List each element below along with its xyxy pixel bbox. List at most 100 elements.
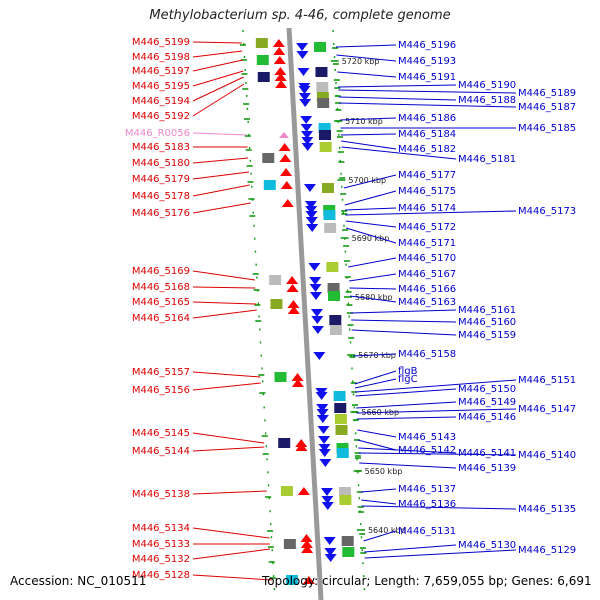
left-leader-line	[192, 50, 243, 58]
reverse-gene-arrow	[296, 51, 309, 59]
left-leader-line	[192, 309, 257, 319]
reverse-gene-arrow	[296, 43, 309, 51]
homology-color-box	[318, 130, 331, 140]
reverse-gene-arrow	[316, 415, 329, 423]
forward-gene-arrow	[274, 73, 287, 81]
forward-gene-arrow	[280, 181, 293, 189]
homology-color-box	[316, 92, 329, 102]
right-leader-line	[345, 227, 397, 244]
forward-gene-arrow	[274, 67, 287, 75]
right-gene-label: M446_5146	[458, 412, 516, 423]
left-gene-label: M446_5144	[132, 446, 190, 457]
forward-gene-arrow	[287, 306, 300, 314]
homology-color-box	[318, 123, 331, 133]
reverse-gene-arrow	[323, 537, 336, 545]
right-leader-line	[357, 429, 397, 438]
right-leader-line	[348, 273, 397, 282]
reverse-gene-arrow	[299, 99, 312, 107]
left-leader-line	[192, 132, 247, 136]
reverse-gene-arrow	[300, 124, 313, 132]
reverse-gene-arrow	[308, 263, 321, 271]
homology-color-box	[263, 180, 276, 190]
left-gene-label: M446_5194	[132, 96, 190, 107]
homology-color-box	[324, 223, 337, 233]
right-leader-line	[364, 549, 517, 559]
right-gene-label: M446_5158	[398, 349, 456, 360]
reverse-gene-arrow	[305, 211, 318, 219]
right-leader-line	[339, 102, 517, 108]
reverse-gene-arrow	[319, 459, 332, 467]
genome-summary-text: Topology: circular; Length: 7,659,055 bp…	[262, 574, 592, 588]
left-leader-line	[192, 202, 251, 214]
left-gene-label: M446_5180	[132, 158, 190, 169]
reverse-gene-arrow	[309, 284, 322, 292]
homology-color-box	[329, 325, 342, 335]
left-leader-line	[192, 83, 245, 117]
left-tick-track	[242, 29, 276, 600]
reverse-gene-arrow	[320, 488, 333, 496]
homology-color-box	[321, 183, 334, 193]
right-leader-line	[338, 96, 457, 101]
right-gene-label: M446_5184	[398, 129, 456, 140]
left-gene-label: M446_5156	[132, 385, 190, 396]
reverse-gene-arrow	[300, 131, 313, 139]
homology-color-box	[283, 539, 296, 549]
right-leader-line	[340, 117, 397, 121]
homology-color-box	[255, 38, 268, 48]
reverse-strand-genes	[296, 42, 367, 562]
reverse-gene-arrow	[311, 326, 324, 334]
right-gene-label: M446_5147	[518, 404, 576, 415]
right-gene-label: M446_5143	[398, 432, 456, 443]
right-leader-line	[351, 319, 457, 323]
forward-gene-arrow	[301, 545, 314, 553]
right-leader-line	[345, 210, 517, 216]
right-gene-label: M446_5190	[458, 80, 516, 91]
kbp-label: 5670 kbp	[358, 351, 396, 360]
left-gene-label: M446_5198	[132, 52, 190, 63]
homology-color-box	[334, 403, 347, 413]
right-gene-label: M446_5131	[398, 526, 456, 537]
left-leader-line	[192, 382, 261, 391]
rna-gene-mark	[278, 132, 289, 138]
right-gene-label: M446_5188	[458, 95, 516, 106]
reverse-gene-arrow	[324, 554, 337, 562]
left-gene-label: M446_5132	[132, 554, 190, 565]
forward-gene-arrow	[280, 168, 293, 176]
right-leader-line	[360, 488, 397, 493]
reverse-gene-arrow	[305, 206, 318, 214]
right-leader-line	[348, 257, 397, 268]
reverse-gene-arrow	[316, 409, 329, 417]
right-leader-line	[341, 146, 457, 160]
left-gene-label: M446_5164	[132, 313, 190, 324]
left-gene-label: M446_5176	[132, 208, 190, 219]
reverse-gene-arrow	[304, 201, 317, 209]
right-gene-label: M446_5151	[518, 375, 576, 386]
right-gene-label: M446_5174	[398, 203, 456, 214]
reverse-gene-arrow	[315, 392, 328, 400]
right-gene-label: flgB	[398, 366, 418, 377]
left-gene-label: M446_R0056	[125, 128, 190, 139]
right-leader-line	[341, 140, 397, 150]
forward-gene-arrow	[291, 379, 304, 387]
left-gene-label: M446_5165	[132, 297, 190, 308]
right-gene-label: M446_5193	[398, 56, 456, 67]
forward-gene-arrow	[297, 487, 310, 495]
left-leader-line	[192, 301, 257, 305]
homology-color-box	[329, 315, 342, 325]
left-gene-label: M446_5134	[132, 523, 190, 534]
left-leader-line	[192, 184, 250, 197]
reverse-gene-arrow	[313, 352, 326, 360]
right-leader-line	[364, 544, 457, 553]
reverse-gene-arrow	[321, 502, 334, 510]
reverse-gene-arrow	[321, 496, 334, 504]
left-gene-label: M446_5192	[132, 111, 190, 122]
figure-title: Methylobacterium sp. 4-46, complete geno…	[149, 8, 451, 23]
right-gene-label: M446_5171	[398, 238, 456, 249]
right-gene-label: M446_5173	[518, 206, 576, 217]
right-gene-label: M446_5136	[398, 499, 456, 510]
right-leader-line	[343, 174, 397, 189]
left-gene-label: M446_5138	[132, 489, 190, 500]
right-leader-line	[354, 370, 397, 385]
right-gene-label: M446_5191	[398, 72, 456, 83]
forward-gene-arrow	[291, 373, 304, 381]
